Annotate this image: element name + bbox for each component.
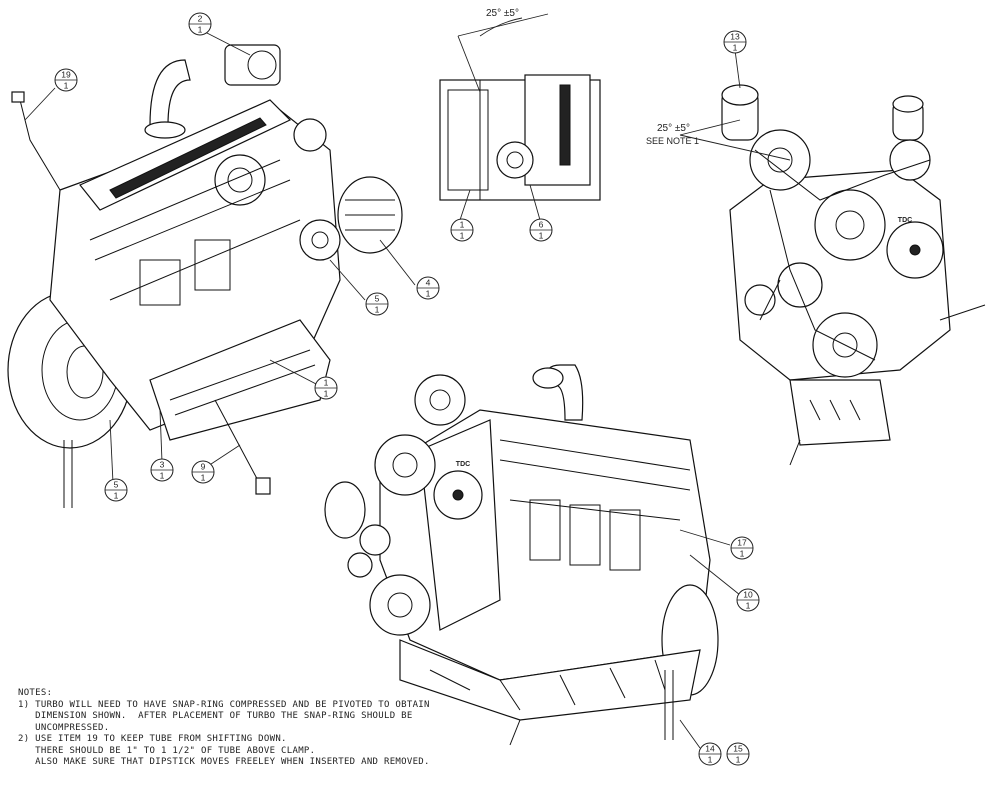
balloon-item-number: 4	[426, 278, 431, 288]
balloon-quantity: 1	[375, 305, 380, 315]
balloon-quantity: 1	[733, 43, 738, 53]
balloon-item-number: 1	[460, 220, 465, 230]
note-line: DIMENSION SHOWN. AFTER PLACEMENT OF TURB…	[18, 711, 413, 721]
item-balloon-9: 91	[191, 460, 215, 484]
engine-view-isometric-bottom	[324, 364, 719, 746]
note-line: 2) USE ITEM 19 TO KEEP TUBE FROM SHIFTIN…	[18, 734, 287, 744]
item-balloon-19: 191	[54, 68, 78, 92]
balloon-quantity: 1	[708, 755, 713, 765]
item-balloon-14: 141	[698, 742, 722, 766]
balloon-item-number: 13	[730, 32, 740, 42]
item-balloon-6: 61	[529, 218, 553, 242]
balloon-quantity: 1	[114, 491, 119, 501]
note-line: THERE SHOULD BE 1" TO 1 1/2" OF TUBE ABO…	[18, 745, 316, 756]
see-note-reference: SEE NOTE 1	[646, 136, 700, 146]
balloon-quantity: 1	[198, 25, 203, 35]
notes-heading: NOTES:	[18, 688, 53, 698]
balloon-item-number: 1	[324, 378, 329, 388]
balloon-quantity: 1	[64, 81, 69, 91]
item-balloon-5: 51	[365, 292, 389, 316]
balloon-item-number: 5	[375, 294, 380, 304]
engine-view-isometric-left	[7, 44, 403, 508]
balloon-item-number: 6	[539, 220, 544, 230]
item-balloon-1: 11	[314, 376, 338, 400]
balloon-item-number: 3	[160, 460, 165, 470]
balloon-quantity: 1	[746, 601, 751, 611]
balloon-item-number: 2	[198, 14, 203, 24]
dimension-angle-right: 25° ±5°	[657, 123, 690, 134]
item-balloon-10: 101	[736, 588, 760, 612]
balloon-item-number: 9	[201, 462, 206, 472]
item-balloon-1: 11	[450, 218, 474, 242]
notes-block: NOTES: 1) TURBO WILL NEED TO HAVE SNAP-R…	[18, 688, 438, 769]
tdc-label-front: TDC	[898, 217, 912, 224]
balloon-quantity: 1	[740, 549, 745, 559]
balloon-item-number: 10	[743, 590, 753, 600]
balloon-quantity: 1	[426, 289, 431, 299]
leader-lines	[24, 31, 741, 749]
balloon-quantity: 1	[324, 389, 329, 399]
balloon-quantity: 1	[539, 231, 544, 241]
note-line: 1) TURBO WILL NEED TO HAVE SNAP-RING COM…	[18, 699, 430, 710]
note-line: UNCOMPRESSED.	[18, 722, 110, 733]
item-balloon-4: 41	[416, 276, 440, 300]
balloon-item-number: 14	[705, 744, 715, 754]
item-balloon-5: 51	[104, 478, 128, 502]
engine-view-front	[679, 84, 986, 466]
dimension-angle-top: 25° ±5°	[486, 8, 519, 19]
item-balloon-2: 21	[188, 12, 212, 36]
balloon-item-number: 15	[733, 744, 743, 754]
balloon-quantity: 1	[201, 473, 206, 483]
item-balloon-13: 131	[723, 30, 747, 54]
balloon-item-number: 5	[114, 480, 119, 490]
item-balloon-17: 171	[730, 536, 754, 560]
balloon-item-number: 19	[61, 70, 71, 80]
balloon-quantity: 1	[460, 231, 465, 241]
balloon-quantity: 1	[160, 471, 165, 481]
note-line: ALSO MAKE SURE THAT DIPSTICK MOVES FREEL…	[18, 757, 430, 767]
item-balloon-3: 31	[150, 458, 174, 482]
engine-view-side-detail	[439, 13, 601, 201]
balloon-item-number: 17	[737, 538, 747, 548]
tdc-label-bottom: TDC	[456, 461, 470, 468]
balloon-quantity: 1	[736, 755, 741, 765]
item-balloon-15: 151	[726, 742, 750, 766]
